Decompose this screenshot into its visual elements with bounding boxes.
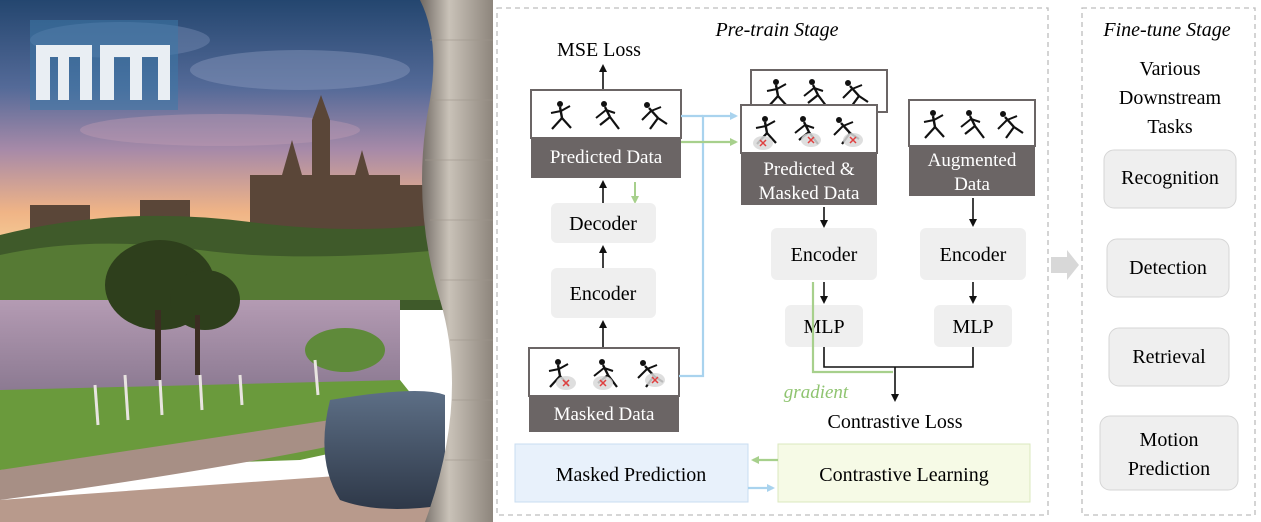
finetune-header-3: Tasks xyxy=(1147,116,1192,138)
task-recognition-label: Recognition xyxy=(1121,167,1219,189)
task-motion-label-1: Motion xyxy=(1140,429,1199,451)
masked-prediction-box: Masked Prediction xyxy=(514,443,749,503)
finetune-header-1: Various xyxy=(1139,58,1200,80)
mlp-mid-label: MLP xyxy=(803,316,844,338)
decoder-block: Decoder xyxy=(551,203,656,243)
task-retrieval-label: Retrieval xyxy=(1132,346,1206,368)
contrastive-learning-label: Contrastive Learning xyxy=(819,464,988,486)
predicted-masked-label-2: Masked Data xyxy=(759,183,860,204)
contrastive-learning-box: Contrastive Learning xyxy=(777,443,1031,503)
predicted-data-box: Predicted Data xyxy=(530,89,682,178)
predicted-masked-stack: Predicted & Masked Data xyxy=(740,69,888,205)
task-recognition: Recognition xyxy=(1103,149,1237,209)
augmented-label-1: Augmented xyxy=(928,150,1017,171)
task-motion-label-2: Prediction xyxy=(1128,458,1210,480)
encoder-right-label: Encoder xyxy=(940,244,1007,266)
mlp-right-label: MLP xyxy=(952,316,993,338)
masked-data-label: Masked Data xyxy=(554,404,655,425)
predicted-masked-label-1: Predicted & xyxy=(763,159,855,180)
task-detection-label: Detection xyxy=(1129,257,1207,279)
finetune-title: Fine-tune Stage xyxy=(1102,19,1230,41)
finetune-header-2: Downstream xyxy=(1119,87,1222,109)
encoder-right-block: Encoder xyxy=(920,228,1026,280)
pretrain-title: Pre-train Stage xyxy=(714,19,838,41)
task-retrieval: Retrieval xyxy=(1108,327,1230,387)
landscape-photo xyxy=(0,0,493,522)
mse-loss-label: MSE Loss xyxy=(557,39,641,61)
decoder-label: Decoder xyxy=(569,213,637,235)
augmented-label-2: Data xyxy=(954,174,990,195)
augmented-data-box: Augmented Data xyxy=(908,99,1036,196)
finetune-frame xyxy=(1081,7,1256,516)
encoder-mid-block: Encoder xyxy=(771,228,877,280)
mim-diagram: Pre-train Stage Fine-tune Stage MSE Loss… xyxy=(493,0,1261,522)
encoder-mid-label: Encoder xyxy=(791,244,858,266)
mlp-mid-block: MLP xyxy=(785,305,863,347)
mlp-right-block: MLP xyxy=(934,305,1012,347)
pretrain-frame xyxy=(496,7,1049,516)
predicted-data-label: Predicted Data xyxy=(550,147,663,168)
masked-prediction-label: Masked Prediction xyxy=(556,464,707,486)
encoder-left-label: Encoder xyxy=(570,283,637,305)
gradient-label: gradient xyxy=(784,382,849,403)
encoder-left-block: Encoder xyxy=(551,268,656,318)
logo-overlay xyxy=(30,20,178,110)
masked-data-box: Masked Data xyxy=(528,347,680,432)
contrastive-loss-label: Contrastive Loss xyxy=(828,411,963,433)
task-detection: Detection xyxy=(1106,238,1230,298)
task-motion-prediction: Motion Prediction xyxy=(1099,415,1239,491)
stage-transition-arrow xyxy=(1051,250,1079,280)
